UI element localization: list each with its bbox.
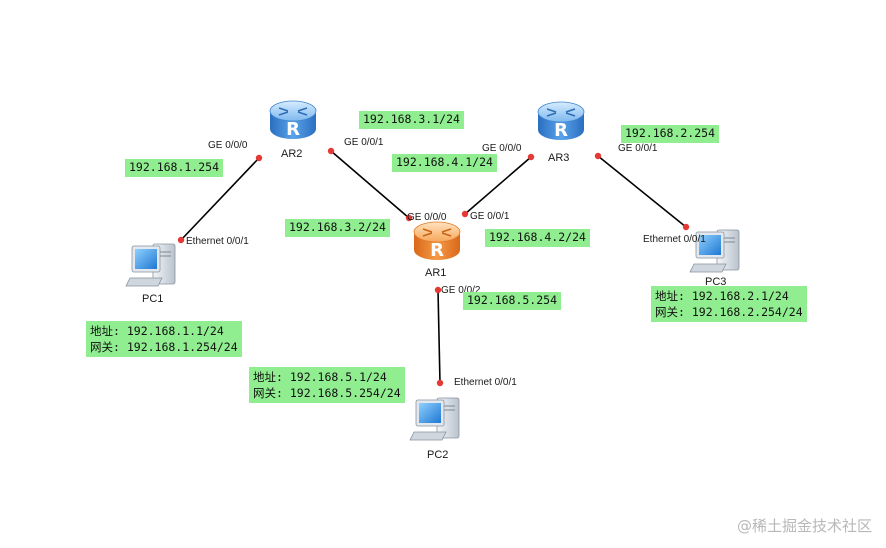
pc1-address: 地址: 192.168.1.1/24 bbox=[90, 324, 224, 338]
pc2-address: 地址: 192.168.5.1/24 bbox=[253, 370, 387, 384]
port-dot bbox=[255, 154, 263, 162]
port-label-ar2-ge001: GE 0/0/1 bbox=[344, 137, 384, 148]
device-label-pc1: PC1 bbox=[142, 293, 164, 305]
port-dots bbox=[177, 147, 690, 387]
link-ar1-pc2 bbox=[437, 289, 441, 384]
device-label-ar3: AR3 bbox=[548, 152, 570, 164]
port-dot bbox=[405, 214, 413, 222]
pc1-config-box: 地址: 192.168.1.1/24 网关: 192.168.1.254/24 bbox=[86, 321, 242, 357]
port-label-pc1-eth: Ethernet 0/0/1 bbox=[186, 236, 249, 247]
ip-tag-ar2-ge000: 192.168.1.254 bbox=[125, 159, 224, 177]
port-dot bbox=[436, 379, 444, 387]
pc2-config-box: 地址: 192.168.5.1/24 网关: 192.168.5.254/24 bbox=[249, 367, 405, 403]
pc3-computer-icon[interactable] bbox=[689, 229, 740, 273]
port-label-ar2-ge000: GE 0/0/0 bbox=[208, 140, 248, 151]
svg-text:R: R bbox=[286, 119, 300, 140]
device-label-ar2: AR2 bbox=[281, 148, 303, 160]
watermark: @稀土掘金技术社区 bbox=[736, 517, 872, 535]
link-ar3-ar1 bbox=[464, 156, 532, 215]
pc2-computer-icon[interactable] bbox=[409, 397, 460, 441]
port-label-pc2-eth: Ethernet 0/0/1 bbox=[454, 377, 517, 388]
port-dot bbox=[434, 286, 442, 294]
port-dot bbox=[594, 152, 602, 160]
pc1-gateway: 网关: 192.168.1.254/24 bbox=[90, 340, 238, 354]
link-ar3-pc3 bbox=[597, 155, 687, 228]
router-ar3-icon[interactable]: R bbox=[537, 101, 585, 141]
port-dot bbox=[177, 236, 185, 244]
device-label-pc3: PC3 bbox=[705, 276, 727, 288]
router-ar2-icon[interactable]: R bbox=[269, 100, 317, 140]
pc3-address: 地址: 192.168.2.1/24 bbox=[655, 289, 789, 303]
port-label-ar1-ge002: GE 0/0/2 bbox=[441, 285, 481, 296]
port-dot bbox=[682, 223, 690, 231]
pc1-computer-icon[interactable] bbox=[125, 243, 176, 287]
svg-text:R: R bbox=[430, 240, 444, 261]
ip-tag-ar3-ge000: 192.168.4.1/24 bbox=[392, 154, 497, 172]
port-dot bbox=[327, 147, 335, 155]
port-label-ar1-ge001: GE 0/0/1 bbox=[470, 211, 510, 222]
ip-tag-ar1-ge000: 192.168.3.2/24 bbox=[285, 219, 390, 237]
ip-tag-ar1-ge002: 192.168.5.254 bbox=[463, 292, 562, 310]
port-label-ar1-ge000: GE 0/0/0 bbox=[407, 212, 447, 223]
port-label-pc3-eth: Ethernet 0/0/1 bbox=[643, 234, 706, 245]
ip-tag-ar1-ge001: 192.168.4.2/24 bbox=[485, 229, 590, 247]
link-ar2-ar1 bbox=[330, 150, 410, 219]
router-ar1-icon[interactable]: R bbox=[413, 221, 461, 261]
device-label-ar1: AR1 bbox=[425, 267, 447, 279]
pc3-config-box: 地址: 192.168.2.1/24 网关: 192.168.2.254/24 bbox=[651, 286, 807, 322]
pc3-gateway: 网关: 192.168.2.254/24 bbox=[655, 305, 803, 319]
ip-tag-ar2-ge001: 192.168.3.1/24 bbox=[359, 111, 464, 129]
pc2-gateway: 网关: 192.168.5.254/24 bbox=[253, 386, 401, 400]
port-label-ar3-ge001: GE 0/0/1 bbox=[618, 143, 658, 154]
ip-tag-ar3-ge001: 192.168.2.254 bbox=[621, 125, 720, 143]
link-ar2-pc1 bbox=[180, 157, 260, 241]
port-dot bbox=[527, 153, 535, 161]
device-label-pc2: PC2 bbox=[427, 449, 449, 461]
port-label-ar3-ge000: GE 0/0/0 bbox=[482, 143, 522, 154]
svg-text:R: R bbox=[554, 120, 568, 141]
port-dot bbox=[461, 210, 469, 218]
